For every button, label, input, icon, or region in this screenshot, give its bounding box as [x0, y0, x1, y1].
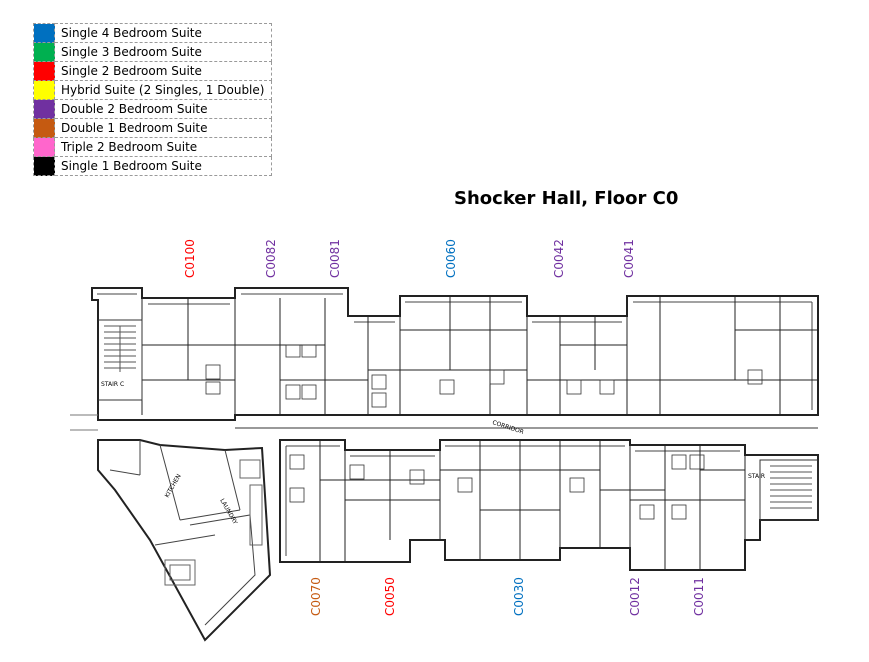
legend-swatch — [33, 137, 55, 157]
stair-c-label: STAIR C — [101, 381, 124, 388]
legend-label: Single 1 Bedroom Suite — [54, 156, 272, 176]
legend-row: Double 2 Bedroom Suite — [33, 99, 272, 119]
unit-label: C0082 — [264, 239, 278, 278]
floor-title: Shocker Hall, Floor C0 — [454, 188, 679, 209]
legend-row: Single 1 Bedroom Suite — [33, 156, 272, 176]
unit-label: C0030 — [512, 577, 526, 616]
legend-swatch — [33, 99, 55, 119]
top-wing-outline — [91, 287, 819, 421]
unit-label: C0042 — [552, 239, 566, 278]
unit-label: C0050 — [383, 577, 397, 616]
stair-label: STAIR — [748, 473, 765, 480]
legend-label: Double 2 Bedroom Suite — [54, 99, 272, 119]
legend-swatch — [33, 42, 55, 62]
unit-label: C0081 — [328, 239, 342, 278]
legend-swatch — [33, 156, 55, 176]
legend-row: Single 3 Bedroom Suite — [33, 42, 272, 62]
stair-outline — [759, 459, 819, 521]
unit-label: C0012 — [628, 577, 642, 616]
bottom-wing-outline — [279, 439, 819, 571]
legend-swatch — [33, 118, 55, 138]
legend: Single 4 Bedroom Suite Single 3 Bedroom … — [33, 23, 272, 176]
legend-row: Triple 2 Bedroom Suite — [33, 137, 272, 157]
lounge-wing-outline — [97, 439, 272, 642]
legend-label: Triple 2 Bedroom Suite — [54, 137, 272, 157]
unit-label: C0011 — [692, 577, 706, 616]
laundry-label: LAUNDRY — [218, 498, 238, 527]
unit-label: C0070 — [309, 577, 323, 616]
unit-label: C0060 — [444, 239, 458, 278]
legend-row: Single 2 Bedroom Suite — [33, 61, 272, 81]
unit-label: C0100 — [183, 239, 197, 278]
unit-label: C0041 — [622, 239, 636, 278]
stair-c-outline — [98, 319, 143, 401]
